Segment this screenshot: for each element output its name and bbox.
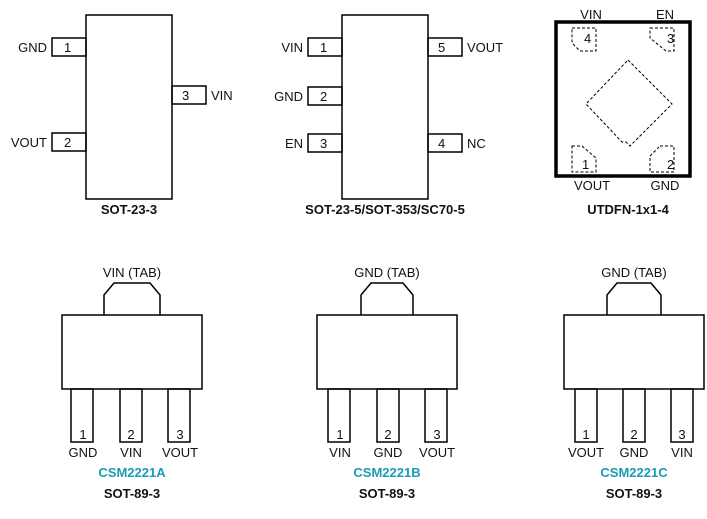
- sot23-5-pin3-number: 3: [320, 136, 327, 151]
- sot23-3-body: [85, 14, 173, 200]
- sot89-b-pin3-number: 3: [433, 427, 440, 442]
- sot23-5-caption: SOT-23-5/SOT-353/SC70-5: [305, 202, 465, 217]
- sot23-5-pin1-label: VIN: [281, 40, 303, 55]
- package-sot89-c: [563, 282, 705, 443]
- sot23-5-pin1-number: 1: [320, 40, 327, 55]
- sot89-b-pin3-label: VOUT: [419, 445, 455, 460]
- sot89-a-pin2-number: 2: [127, 427, 134, 442]
- sot23-3-pin3-label: VIN: [211, 88, 233, 103]
- sot89-c-pin2-lead: [622, 388, 646, 443]
- sot23-5-pin1-pad: [307, 37, 343, 57]
- sot89-b-pin3-lead: [424, 388, 448, 443]
- sot23-3-pin1-number: 1: [64, 40, 71, 55]
- sot23-5-pin5-pad: [427, 37, 463, 57]
- utdfn-pin3-number: 3: [667, 31, 674, 46]
- package-sot89-b: [316, 282, 458, 443]
- utdfn-pin4-label: VIN: [580, 7, 602, 22]
- sot89-a-pin3-lead: [167, 388, 191, 443]
- sot89-b-tab: [360, 282, 414, 315]
- sot89-c-caption: SOT-89-3: [606, 486, 662, 501]
- sot89-b-pin1-label: VIN: [329, 445, 351, 460]
- sot89-c-tab: [606, 282, 662, 315]
- utdfn-pin2-number: 2: [667, 157, 674, 172]
- sot89-a-tab-label: VIN (TAB): [103, 265, 161, 280]
- sot89-a-pin1-lead: [70, 388, 94, 443]
- sot89-a-part-number: CSM2221A: [98, 465, 166, 480]
- sot89-b-caption: SOT-89-3: [359, 486, 415, 501]
- sot23-5-pin3-pad: [307, 133, 343, 153]
- sot89-c-pin3-number: 3: [678, 427, 685, 442]
- sot89-c-pin2-label: GND: [620, 445, 649, 460]
- sot23-5-pin5-label: VOUT: [467, 40, 503, 55]
- sot89-c-pin1-lead: [574, 388, 598, 443]
- sot89-c-pin3-lead: [670, 388, 694, 443]
- utdfn-pin4-pad: [571, 27, 597, 52]
- sot89-b-pin1-number: 1: [336, 427, 343, 442]
- sot23-5-pin4-label: NC: [467, 136, 486, 151]
- sot89-b-pin1-lead: [327, 388, 351, 443]
- utdfn-caption: UTDFN-1x1-4: [587, 202, 669, 217]
- sot89-c-pin1-number: 1: [582, 427, 589, 442]
- sot23-5-pin2-number: 2: [320, 89, 327, 104]
- utdfn-pin2-label: GND: [651, 178, 680, 193]
- sot89-c-pin3-label: VIN: [671, 445, 693, 460]
- sot89-a-pin2-label: VIN: [120, 445, 142, 460]
- sot23-5-pin2-pad: [307, 86, 343, 106]
- sot23-3-pin2-number: 2: [64, 135, 71, 150]
- sot23-3-pin3-number: 3: [182, 88, 189, 103]
- sot23-3-pin3-pad: [171, 85, 207, 105]
- sot89-c-tab-label: GND (TAB): [601, 265, 666, 280]
- sot23-3-pin1-pad: [51, 37, 87, 57]
- sot89-a-tab: [103, 282, 161, 315]
- package-sot23-3: [51, 14, 207, 200]
- sot89-a-pin3-number: 3: [176, 427, 183, 442]
- utdfn-pin3-pad: [649, 27, 675, 52]
- sot89-c-pin1-label: VOUT: [568, 445, 604, 460]
- package-utdfn: [554, 20, 692, 178]
- sot89-b-body: [316, 314, 458, 390]
- sot89-a-pin1-number: 1: [79, 427, 86, 442]
- sot89-a-pin3-label: VOUT: [162, 445, 198, 460]
- sot89-c-part-number: CSM2221C: [600, 465, 668, 480]
- sot89-a-pin2-lead: [119, 388, 143, 443]
- sot23-5-pin4-pad: [427, 133, 463, 153]
- sot89-c-pin2-number: 2: [630, 427, 637, 442]
- package-sot89-a: [61, 282, 203, 443]
- sot23-3-pin1-label: GND: [18, 40, 47, 55]
- utdfn-pin2-pad: [649, 145, 675, 173]
- sot23-5-body: [341, 14, 429, 200]
- sot89-c-body: [563, 314, 705, 390]
- sot23-5-pin3-label: EN: [285, 136, 303, 151]
- sot89-b-tab-label: GND (TAB): [354, 265, 419, 280]
- sot89-b-part-number: CSM2221B: [353, 465, 420, 480]
- utdfn-body: [554, 20, 692, 178]
- sot23-5-pin2-label: GND: [274, 89, 303, 104]
- utdfn-pin1-number: 1: [582, 157, 589, 172]
- utdfn-thermal-pad: [585, 59, 673, 147]
- sot89-a-caption: SOT-89-3: [104, 486, 160, 501]
- sot23-5-pin5-number: 5: [438, 40, 445, 55]
- utdfn-pin4-number: 4: [584, 31, 591, 46]
- sot89-b-pin2-number: 2: [384, 427, 391, 442]
- sot23-3-caption: SOT-23-3: [101, 202, 157, 217]
- sot23-3-pin2-pad: [51, 132, 87, 152]
- sot89-b-pin2-label: GND: [374, 445, 403, 460]
- sot89-a-body: [61, 314, 203, 390]
- utdfn-pin3-label: EN: [656, 7, 674, 22]
- package-sot23-5: [307, 14, 463, 200]
- sot89-a-pin1-label: GND: [69, 445, 98, 460]
- utdfn-pin1-pad: [571, 145, 597, 173]
- sot23-3-pin2-label: VOUT: [11, 135, 47, 150]
- sot23-5-pin4-number: 4: [438, 136, 445, 151]
- utdfn-pin1-label: VOUT: [574, 178, 610, 193]
- sot89-b-pin2-lead: [376, 388, 400, 443]
